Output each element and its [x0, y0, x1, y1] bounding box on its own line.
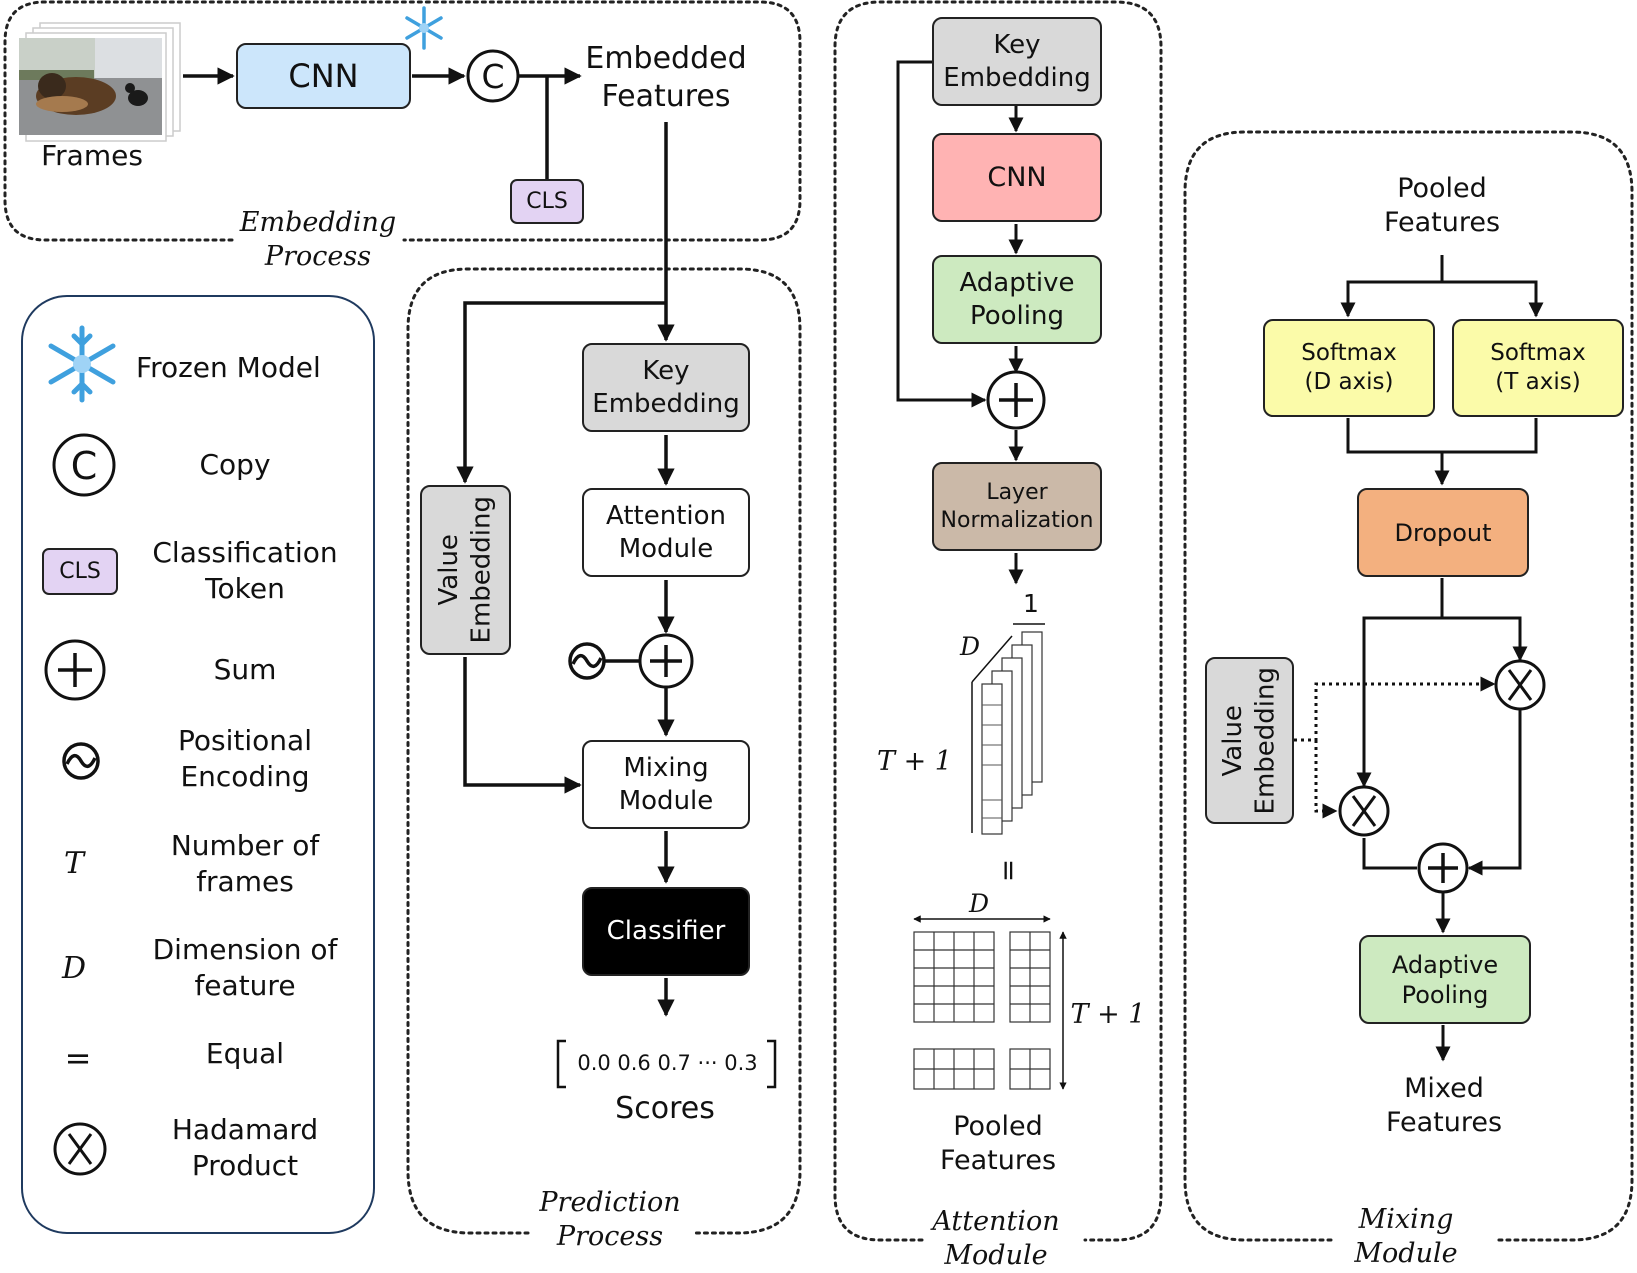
- attention-module-box: Attention Module: [582, 488, 750, 577]
- prediction-key-embedding-box: Key Embedding: [582, 343, 750, 432]
- grid-t-plus-one-label: T + 1: [1070, 999, 1146, 1030]
- legend-sum: Sum: [213, 653, 277, 686]
- dog-photo: [19, 38, 162, 135]
- prediction-connectors: [456, 122, 675, 1017]
- embedding-frame: [3, 0, 802, 242]
- embedding-section-title: Embedding Process: [239, 207, 397, 272]
- tensor-t-plus-one-label: T + 1: [877, 746, 952, 777]
- section-frames: [3, 0, 1634, 1242]
- attention-sum-icon: [986, 370, 1046, 430]
- prediction-frame: [406, 267, 802, 1235]
- legend-sum-icon: [44, 639, 106, 701]
- legend-copy-symbol: C: [70, 444, 98, 488]
- mixed-features-label: Mixed Features: [1385, 1073, 1503, 1138]
- classifier-box: Classifier: [582, 887, 750, 976]
- layer-normalization-box: Layer Normalization: [932, 462, 1102, 551]
- legend-equal: Equal: [205, 1037, 285, 1070]
- tensor-equals-text: =: [992, 858, 1026, 883]
- dropout-box: Dropout: [1357, 488, 1529, 577]
- legend-classification-token: Classification Token: [152, 536, 338, 606]
- snowflake-icon: [405, 6, 443, 50]
- cls-token-box: CLS: [510, 179, 584, 224]
- legend-number-of-frames: Number of frames: [170, 829, 320, 899]
- legend-equal-symbol: =: [64, 1039, 92, 1077]
- mixing-section-title: Mixing Module: [1354, 1204, 1458, 1269]
- legend-hadamard-icon: [53, 1122, 107, 1176]
- value-embedding-box: Value Embedding: [420, 485, 511, 655]
- embedded-features-label: Embedded Features: [585, 41, 747, 114]
- legend-t-symbol: T: [63, 846, 84, 881]
- mixing-frame: [1183, 130, 1634, 1242]
- legend-dimension-of-feature: Dimension of feature: [152, 933, 338, 1003]
- mixing-dotted-connectors: [1294, 676, 1496, 819]
- legend-copy: Copy: [199, 448, 271, 481]
- mixing-sum-icon: [1417, 842, 1469, 894]
- softmax-t-axis-box: Softmax (T axis): [1452, 319, 1624, 417]
- mixing-module-box: Mixing Module: [582, 740, 750, 829]
- pooled-features-grid: [913, 915, 1067, 1090]
- mixing-value-embedding-label: Value Embedding: [1218, 666, 1281, 815]
- legend-frame: [21, 295, 375, 1234]
- mixing-connectors: [1340, 255, 1544, 1062]
- tensor-equals-sign: =: [992, 858, 1027, 884]
- legend-d-symbol: D: [61, 951, 87, 986]
- tensor-d-label: D: [959, 632, 981, 661]
- copy-symbol: C: [481, 57, 505, 96]
- scores-label: Scores: [615, 1091, 715, 1126]
- prediction-sum-icon: [638, 633, 694, 689]
- attention-cnn-box: CNN: [932, 133, 1102, 222]
- legend-cls-box: CLS: [42, 548, 118, 595]
- attention-pooled-features-label: Pooled Features: [939, 1111, 1057, 1176]
- legend-positional-encoding-icon: [62, 742, 100, 780]
- embedding-cnn-box: CNN: [236, 43, 411, 109]
- frames-label: Frames: [41, 139, 143, 172]
- attention-key-embedding-box: Key Embedding: [932, 17, 1102, 106]
- legend-positional-encoding: Positional Encoding: [178, 724, 312, 794]
- prediction-section-title: Prediction Process: [539, 1187, 681, 1252]
- legend-copy-circle: [52, 433, 116, 497]
- hadamard-bottom-icon: [1338, 785, 1390, 837]
- attention-connectors: [896, 60, 1024, 585]
- legend-snowflake-icon: [48, 325, 116, 403]
- attention-section-title: Attention Module: [932, 1206, 1060, 1271]
- attention-adaptive-pooling-box: Adaptive Pooling: [932, 255, 1102, 344]
- tensor-one-label: 1: [1023, 589, 1039, 618]
- mixing-value-embedding-box: Value Embedding: [1205, 657, 1294, 824]
- softmax-d-axis-box: Softmax (D axis): [1263, 319, 1435, 417]
- tensor-stack-illustration: [971, 623, 1045, 835]
- value-embedding-label: Value Embedding: [434, 496, 497, 644]
- mixing-adaptive-pooling-box: Adaptive Pooling: [1359, 935, 1531, 1024]
- attention-frame: [833, 0, 1163, 1242]
- mixing-pooled-features-label: Pooled Features: [1383, 173, 1501, 238]
- legend-frozen-model: Frozen Model: [136, 351, 321, 384]
- grid-d-label: D: [968, 889, 990, 918]
- score-brackets: [556, 1039, 777, 1089]
- scores-values: 0.0 0.6 0.7 ··· 0.3: [577, 1051, 758, 1075]
- legend-hadamard-product: Hadamard Product: [171, 1113, 319, 1183]
- prediction-positional-encoding-icon: [568, 642, 606, 680]
- hadamard-top-icon: [1494, 659, 1546, 711]
